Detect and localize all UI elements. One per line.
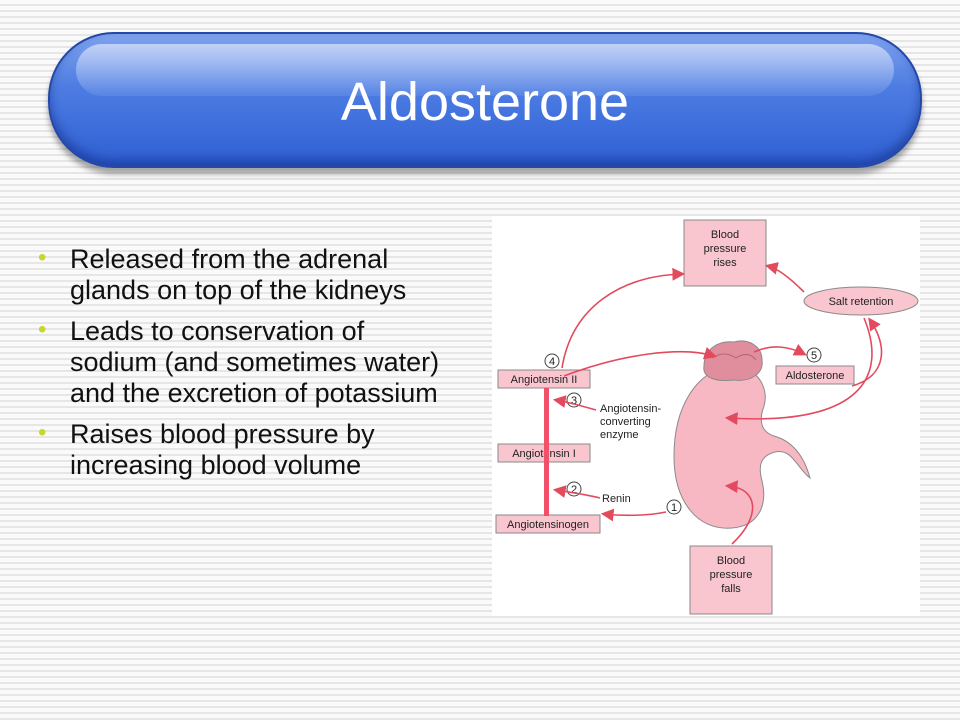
bullet-text: Leads to conservation of sodium (and som… bbox=[70, 316, 440, 408]
step-label-1: 1 bbox=[671, 502, 677, 514]
raas-diagram: Blood pressure rises Salt retention Angi… bbox=[492, 216, 920, 616]
step-circle-4 bbox=[544, 353, 560, 369]
step-circle-1 bbox=[666, 499, 682, 515]
kidney-shape bbox=[673, 365, 811, 529]
renin-label: Renin bbox=[602, 493, 631, 505]
bp-falls-line2: pressure bbox=[710, 569, 753, 581]
bp-rises-line1: Blood bbox=[711, 229, 739, 241]
bullet-item: • Raises blood pressure by increasing blo… bbox=[36, 419, 456, 481]
bp-falls-line1: Blood bbox=[717, 555, 745, 567]
ace-line3: enzyme bbox=[600, 429, 639, 441]
step-label-2: 2 bbox=[571, 484, 577, 496]
arrow-bp-falls-to-kidney bbox=[724, 480, 754, 545]
adrenal-gland-shape bbox=[703, 340, 763, 381]
bullet-item: • Leads to conservation of sodium (and so… bbox=[36, 316, 456, 409]
bp-falls-line3: falls bbox=[721, 583, 741, 595]
slide-title: Aldosterone bbox=[340, 72, 630, 132]
arrow-kidney-to-angiotensinogen bbox=[600, 508, 667, 522]
ace-line2: converting bbox=[600, 416, 651, 428]
arrow-angiotensin-to-adrenal bbox=[563, 347, 718, 377]
step-label-5: 5 bbox=[811, 350, 817, 362]
bp-rises-line3: rises bbox=[713, 257, 737, 269]
angiotensinogen-label: Angiotensinogen bbox=[507, 519, 589, 531]
arrow-salt-to-kidney bbox=[724, 317, 873, 425]
ace-line1: Angiotensin- bbox=[600, 403, 661, 415]
salt-retention-ellipse bbox=[803, 286, 919, 316]
step-circle-5 bbox=[806, 347, 822, 363]
bullet-item: • Released from the adrenal glands on top… bbox=[36, 244, 456, 306]
salt-retention-label: Salt retention bbox=[829, 296, 894, 308]
step-label-3: 3 bbox=[571, 395, 577, 407]
bullet-text: Released from the adrenal glands on top … bbox=[70, 244, 407, 305]
raas-diagram-svg: Blood pressure rises Salt retention Angi… bbox=[495, 219, 919, 615]
aldosterone-label: Aldosterone bbox=[786, 370, 845, 382]
adrenal-texture bbox=[711, 353, 757, 361]
bullet-marker-icon: • bbox=[38, 316, 47, 343]
step-label-4: 4 bbox=[549, 356, 555, 368]
arrow-adrenal-to-aldosterone bbox=[753, 343, 807, 356]
bp-rises-line2: pressure bbox=[704, 243, 747, 255]
angiotensin-ii-label: Angiotensin II bbox=[511, 374, 578, 386]
bullet-list: • Released from the adrenal glands on top… bbox=[36, 244, 456, 491]
bullet-marker-icon: • bbox=[38, 244, 47, 271]
arrow-salt-to-bp-rises bbox=[764, 262, 805, 293]
aldosterone-box bbox=[775, 365, 855, 385]
bp-rises-box bbox=[683, 219, 767, 287]
conversion-bar bbox=[544, 388, 549, 516]
bullet-text: Raises blood pressure by increasing bloo… bbox=[70, 419, 375, 480]
bullet-marker-icon: • bbox=[38, 419, 47, 446]
bp-falls-box bbox=[689, 545, 773, 615]
title-bar: Aldosterone bbox=[48, 32, 922, 168]
arrow-renin-to-bar bbox=[552, 485, 601, 499]
arrow-aldosterone-to-salt bbox=[851, 317, 883, 387]
arrow-ace-to-bar bbox=[552, 395, 597, 411]
arrow-angiotensin-to-bp-rises bbox=[561, 267, 686, 369]
